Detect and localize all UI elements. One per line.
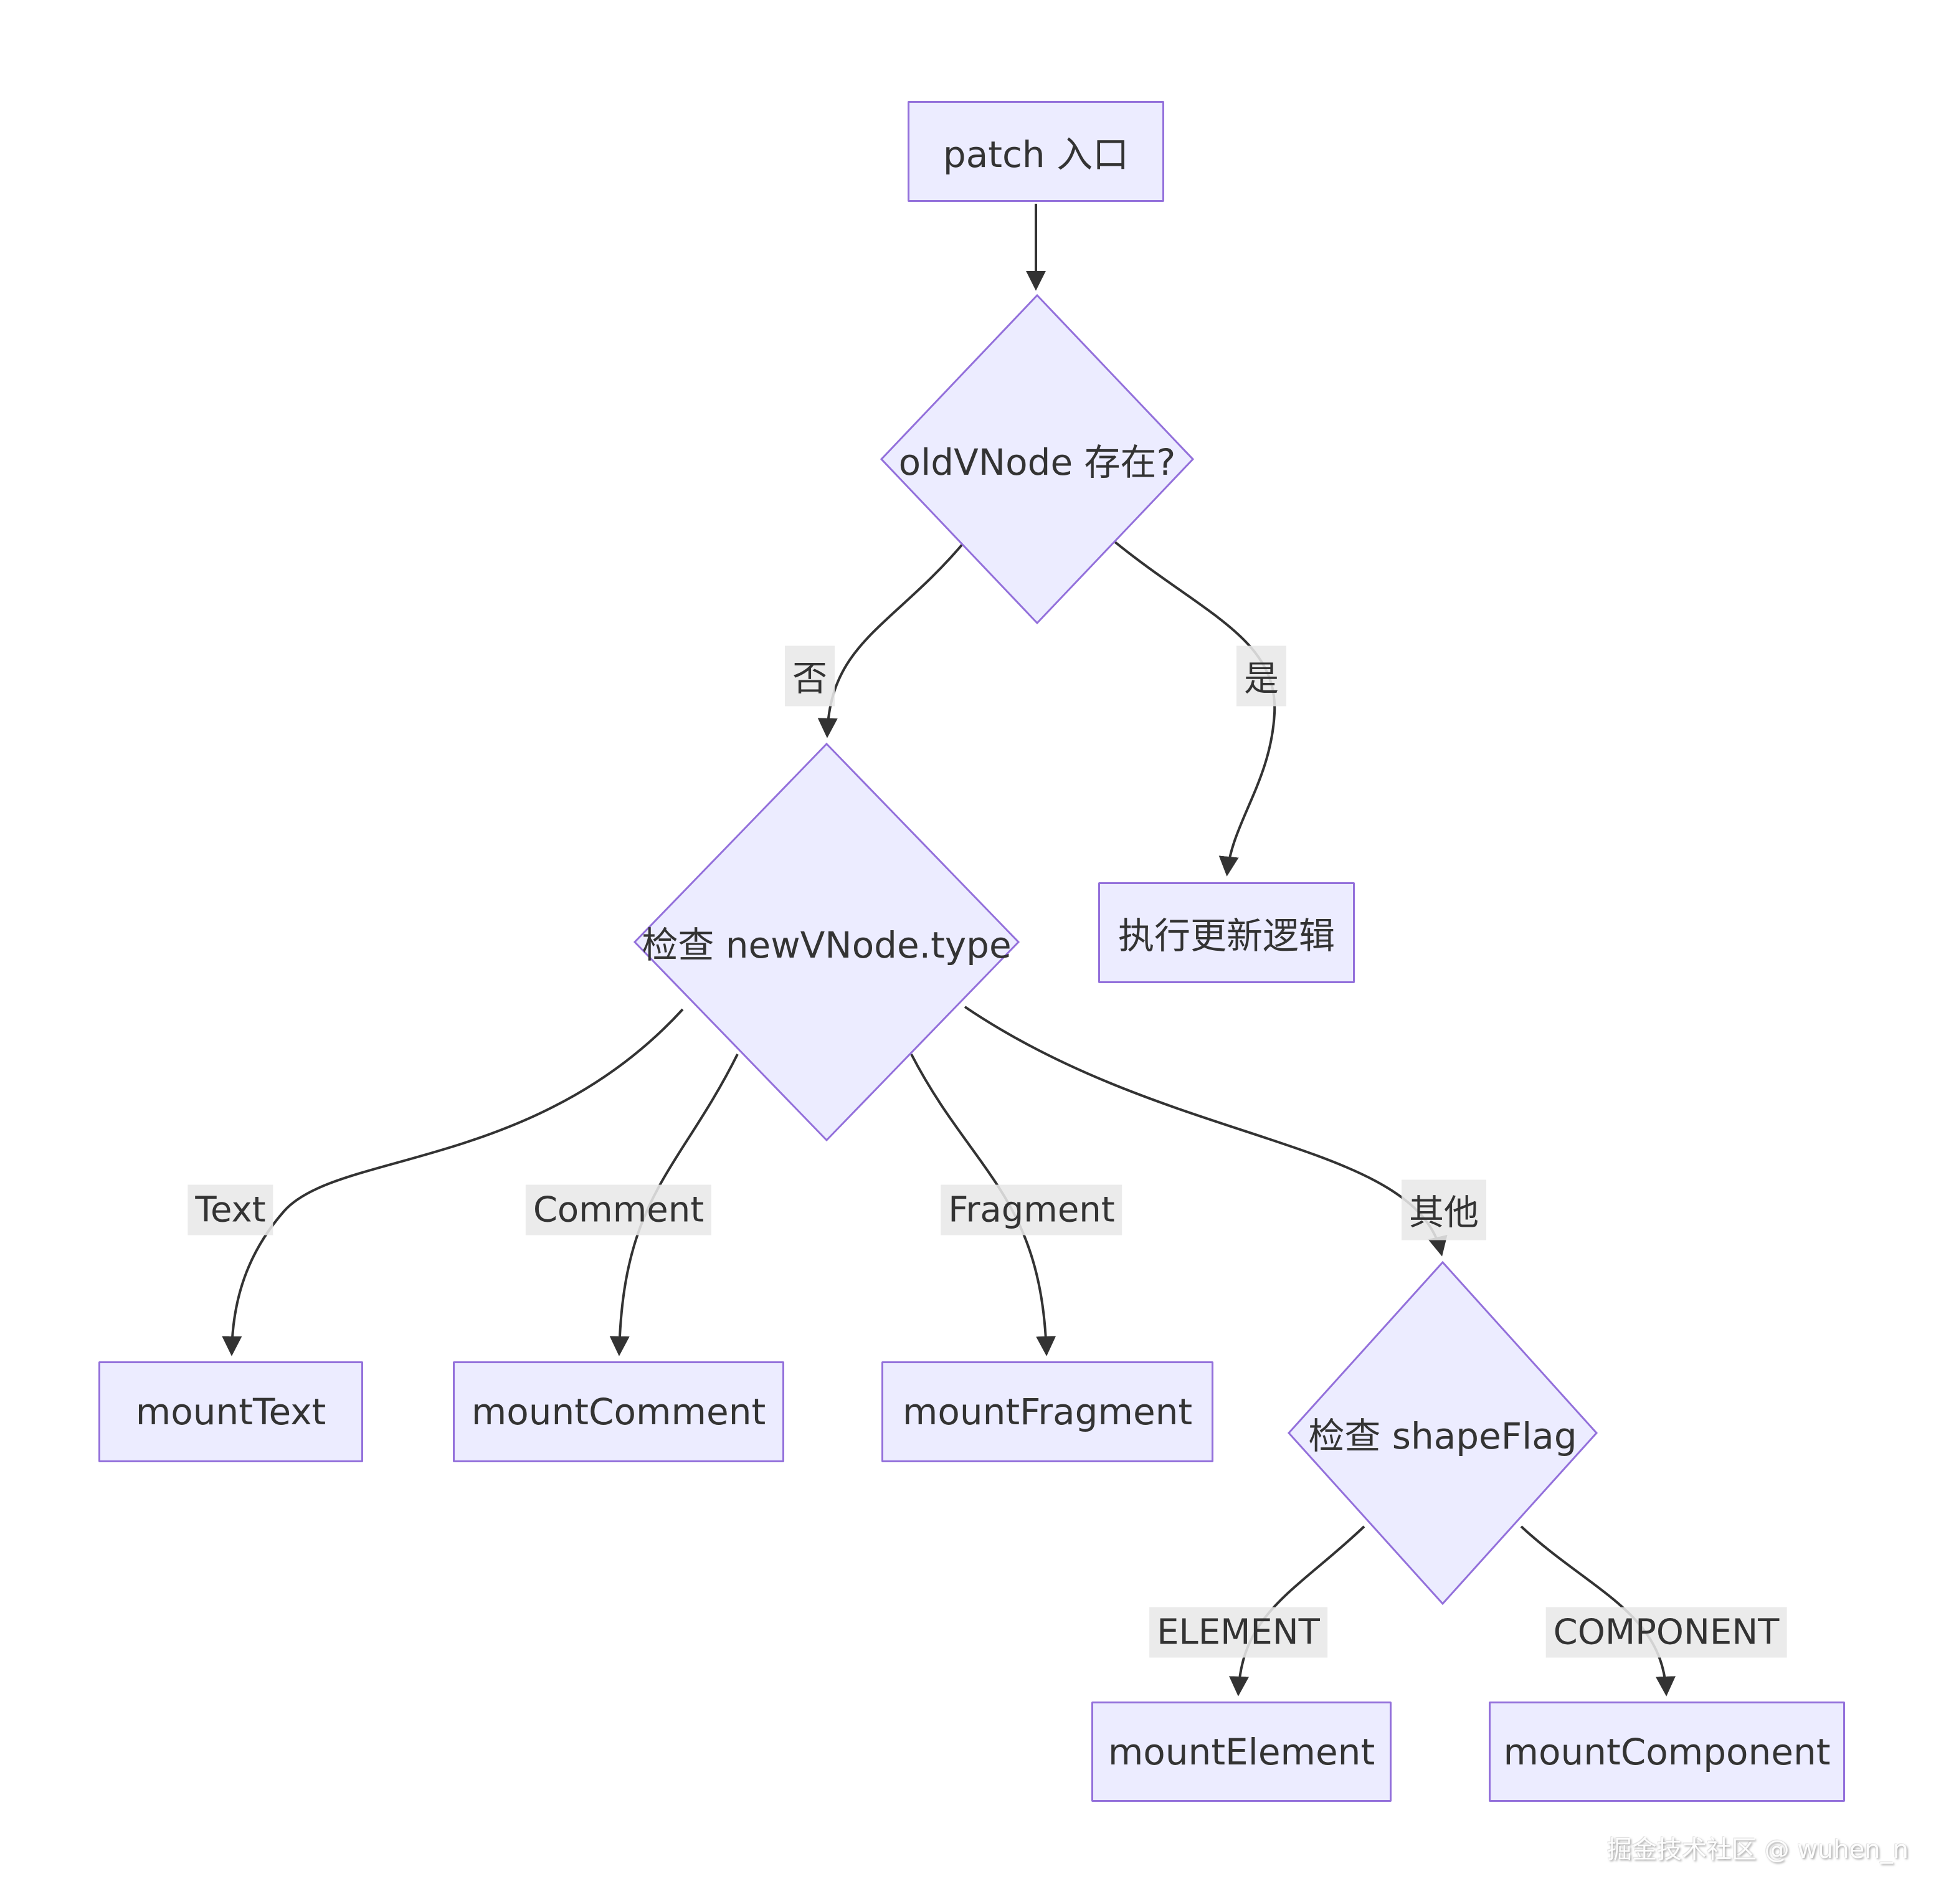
decision-label-check-newvnode-type: 检查 newVNode.type (642, 924, 1012, 966)
node-mount-comment: mountComment (453, 1361, 784, 1462)
watermark: 掘金技术社区 @ wuhen_n (1606, 1835, 1909, 1864)
node-mount-element: mountElement (1091, 1702, 1392, 1802)
decision-check-shapeflag (1287, 1260, 1598, 1606)
edge-component-to-mountcomponent (1520, 1525, 1676, 1697)
decision-label-check-shapeflag: 检查 shapeFlag (1308, 1415, 1577, 1457)
edge-label-no: 否 (785, 645, 835, 707)
edge-label-other: 其他 (1402, 1179, 1486, 1240)
node-patch-entry: patch 入口 (908, 101, 1164, 202)
decision-check-newvnode-type (633, 742, 1020, 1142)
decision-label-oldvnode-exists: oldVNode 存在? (898, 441, 1176, 483)
edge-label-component: COMPONENT (1545, 1607, 1787, 1658)
node-update-logic: 执行更新逻辑 (1098, 882, 1355, 983)
node-mount-fragment: mountFragment (881, 1361, 1213, 1462)
edge-label-yes: 是 (1236, 645, 1286, 707)
node-mount-text: mountText (98, 1361, 363, 1462)
edge-no-to-check-type (817, 541, 966, 738)
edge-element-to-mountelement (1229, 1525, 1365, 1697)
edge-label-fragment: Fragment (941, 1184, 1122, 1235)
edge-label-text: Text (187, 1184, 273, 1235)
edge-text-to-mounttext (222, 1008, 684, 1356)
edge-yes-to-update (1114, 541, 1276, 877)
edge-label-element: ELEMENT (1149, 1607, 1327, 1658)
decision-oldvnode-exists (880, 293, 1195, 625)
node-mount-component: mountComponent (1489, 1702, 1845, 1802)
edge-label-comment: Comment (525, 1184, 712, 1235)
